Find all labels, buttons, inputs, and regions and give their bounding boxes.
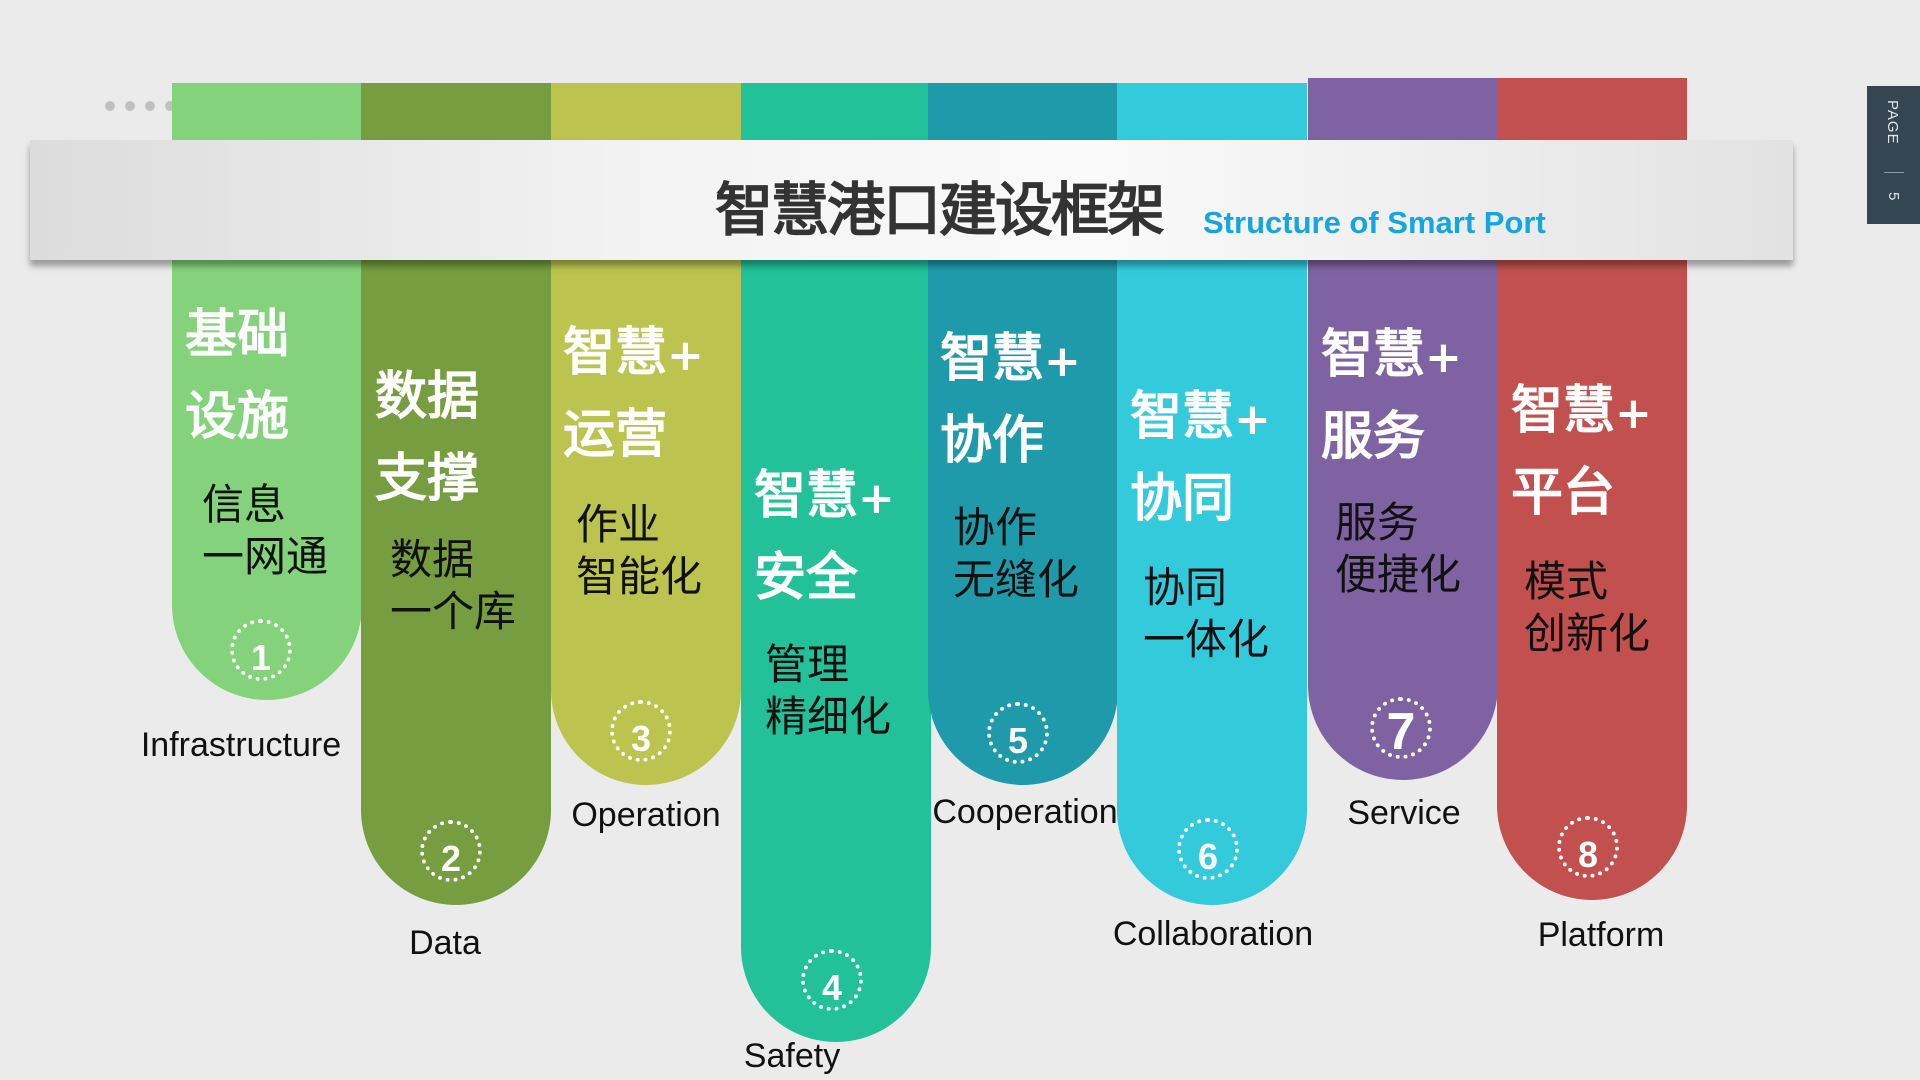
column-8-number-badge: 8 xyxy=(1557,816,1619,878)
page-title: 智慧港口建设框架 xyxy=(715,176,1165,244)
plus-sign: + xyxy=(1234,394,1271,445)
column-8-sub-line1: 模式 xyxy=(1524,557,1609,606)
column-8-heading-line1: 智慧+ xyxy=(1511,370,1652,455)
column-7-sub-line1: 服务 xyxy=(1335,498,1420,547)
heading-text: 智慧 xyxy=(1130,387,1235,447)
column-7-number-badge: 7 xyxy=(1370,697,1432,761)
decorative-dots xyxy=(105,101,175,111)
column-6-sub-line1: 协同 xyxy=(1143,563,1228,612)
heading-text: 智慧 xyxy=(940,329,1045,389)
heading-text: 智慧 xyxy=(1321,325,1426,385)
column-3-sub-line1: 作业 xyxy=(576,500,661,549)
column-5-sub-line1: 协作 xyxy=(953,503,1038,552)
page-divider xyxy=(1884,172,1904,173)
column-2-sub-line2: 一个库 xyxy=(390,587,517,636)
plus-sign: + xyxy=(1044,336,1081,387)
column-1-sub-line1: 信息 xyxy=(202,480,287,529)
column-3-heading-line1: 智慧+ xyxy=(563,312,704,397)
page-subtitle: Structure of Smart Port xyxy=(1203,205,1546,240)
column-2-label: Data xyxy=(409,924,481,962)
plus-sign: + xyxy=(1425,332,1462,383)
column-6-heading-line1: 智慧+ xyxy=(1130,376,1271,461)
heading-text: 智慧 xyxy=(563,323,668,383)
column-7-sub-line2: 便捷化 xyxy=(1335,550,1462,599)
plus-sign: + xyxy=(1615,388,1652,439)
plus-sign: + xyxy=(667,330,704,381)
column-7-heading-line1: 智慧+ xyxy=(1321,314,1462,399)
column-1-label: Infrastructure xyxy=(140,726,342,764)
column-3-label: Operation xyxy=(571,796,721,834)
column-1-sub-line2: 一网通 xyxy=(202,532,329,581)
column-3-sub-line2: 智能化 xyxy=(576,552,703,601)
column-8-sub-line2: 创新化 xyxy=(1524,609,1651,658)
page-indicator: PAGE 5 xyxy=(1867,86,1920,224)
column-5-sub-line2: 无缝化 xyxy=(953,555,1080,604)
column-5-number-badge: 5 xyxy=(987,702,1049,764)
column-1-number-badge: 1 xyxy=(230,619,292,681)
heading-text: 智慧 xyxy=(1511,381,1616,441)
column-6-label: Collaboration xyxy=(1112,915,1314,953)
column-8-label: Platform xyxy=(1537,916,1665,954)
column-3-heading-line2: 运营 xyxy=(563,405,668,465)
column-4-heading-line2: 安全 xyxy=(754,548,859,608)
column-6-sub-line2: 一体化 xyxy=(1143,615,1270,664)
column-2-heading-line2: 支撑 xyxy=(375,449,480,509)
column-1-heading-line2: 设施 xyxy=(185,387,290,447)
column-2-heading-line1: 数据 xyxy=(375,367,480,427)
column-4-sub-line1: 管理 xyxy=(765,640,850,689)
column-5-label: Cooperation xyxy=(932,793,1118,831)
page-number: 5 xyxy=(1885,192,1902,201)
column-4-sub-line2: 精细化 xyxy=(765,692,892,741)
column-4-label: Safety xyxy=(743,1037,841,1075)
column-4-heading-line1: 智慧+ xyxy=(754,455,895,540)
column-6-number-badge: 6 xyxy=(1177,818,1239,880)
column-3-number-badge: 3 xyxy=(610,700,672,762)
column-7-heading-line2: 服务 xyxy=(1321,407,1426,467)
column-4-number-badge: 4 xyxy=(801,949,863,1011)
column-6-heading-line2: 协同 xyxy=(1130,469,1235,529)
heading-text: 智慧 xyxy=(754,466,859,526)
plus-sign: + xyxy=(858,473,895,524)
column-2-number-badge: 2 xyxy=(420,820,482,882)
column-7-label: Service xyxy=(1347,794,1461,832)
column-2-sub-line1: 数据 xyxy=(390,535,475,584)
page-label: PAGE xyxy=(1884,100,1901,145)
column-5-heading-line2: 协作 xyxy=(940,411,1045,471)
column-5-heading-line1: 智慧+ xyxy=(940,318,1081,403)
title-banner xyxy=(30,140,1793,260)
column-1-heading-line1: 基础 xyxy=(185,305,290,365)
column-8-heading-line2: 平台 xyxy=(1511,463,1616,523)
